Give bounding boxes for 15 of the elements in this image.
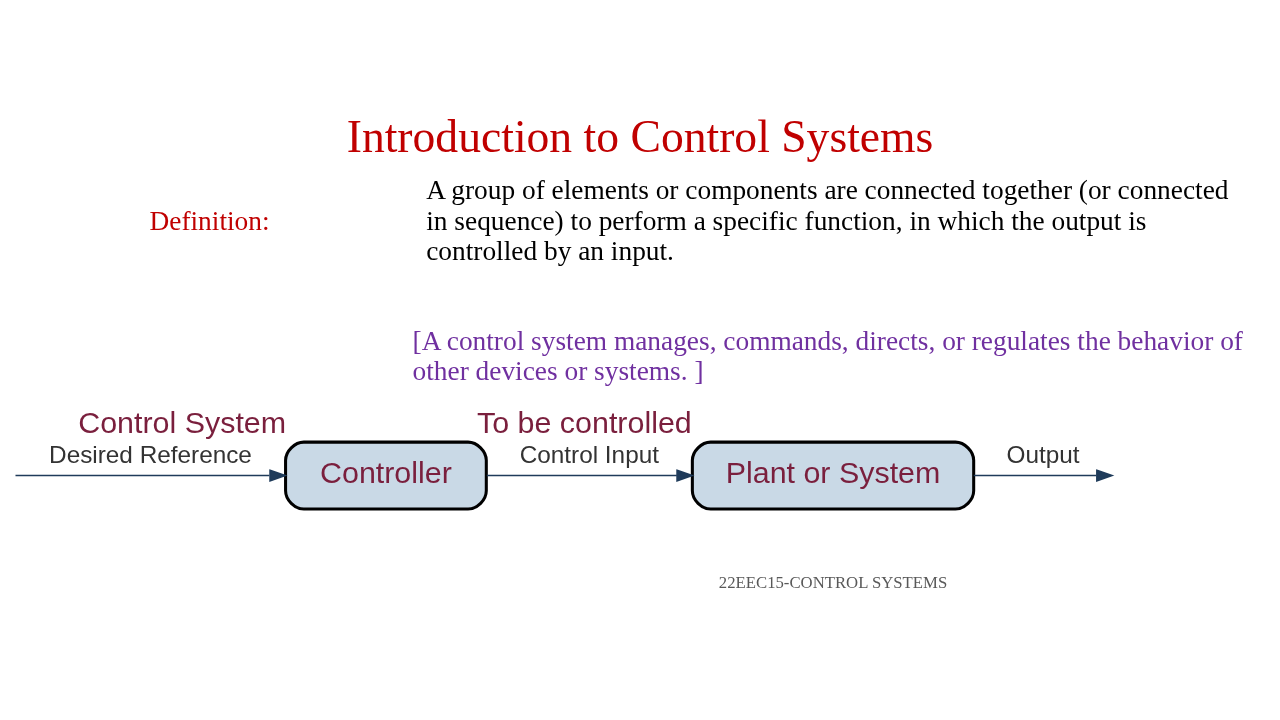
node-label: Control System (78, 404, 287, 439)
node-box: Plant or System (690, 440, 976, 511)
arrow (486, 469, 695, 482)
edge-label: Desired Reference (49, 441, 252, 469)
edge-label: Output (1006, 441, 1080, 469)
label: 22EEC15-CONTROL SYSTEMS (718, 572, 948, 592)
diagram-title: Introduction to Control Systems (346, 110, 934, 162)
node-label: To be controlled (477, 404, 692, 439)
node-box: Controller (284, 440, 488, 511)
arrow (973, 469, 1115, 482)
label: A group of elements or components are connected together (or connected in sequence) to perform a specific function, in which the output is controlled by an input. (426, 175, 1229, 267)
label: Definition: (149, 205, 270, 236)
edge-label: Control Input (519, 441, 659, 469)
arrow (14, 469, 288, 482)
label: [A control system manages, commands, directs, or regulates the behavior of other devices or systems. ] (412, 325, 1243, 387)
